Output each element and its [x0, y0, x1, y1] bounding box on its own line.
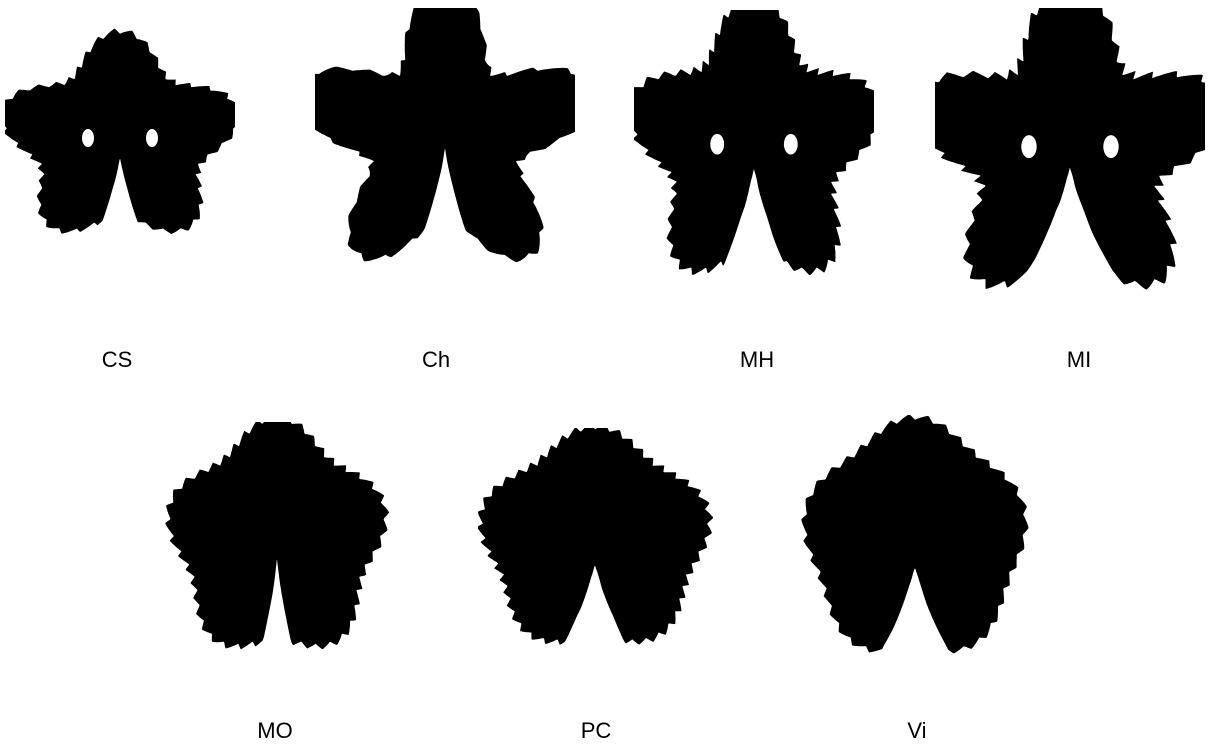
leaf-sinus-gap — [1103, 135, 1119, 159]
leaf-pc — [478, 428, 713, 663]
leaf-vi — [798, 415, 1033, 675]
leaf-outline — [165, 422, 389, 650]
leaf-sinus-gap — [1021, 135, 1037, 159]
leaf-outline — [478, 428, 713, 645]
leaf-vi-label: Vi — [907, 718, 927, 743]
leaf-mo — [165, 422, 390, 667]
leaf-outline — [315, 8, 575, 263]
leaf-mo-label: MO — [257, 718, 293, 743]
leaf-cs-label: CS — [101, 347, 133, 372]
leaf-mh-silhouette — [634, 10, 874, 276]
leaf-ch-label: Ch — [421, 347, 451, 372]
leaf-sinus-gap — [82, 129, 94, 147]
leaf-cs — [5, 28, 235, 258]
leaf-pc-label: PC — [580, 718, 612, 743]
leaf-mo-silhouette — [165, 422, 389, 650]
leaf-cs-silhouette — [5, 28, 235, 234]
leaf-sinus-gap — [783, 133, 798, 155]
leaf-outline — [634, 10, 874, 276]
leaf-mi — [935, 8, 1205, 298]
leaf-mi-silhouette — [935, 8, 1205, 290]
leaf-outline — [5, 28, 235, 234]
leaf-pc-silhouette — [478, 428, 713, 645]
leaf-mi-label: MI — [1066, 347, 1092, 372]
leaf-ch-silhouette — [315, 8, 575, 263]
leaf-sinus-gap — [146, 129, 158, 147]
leaf-outline — [935, 8, 1205, 290]
leaf-ch — [315, 8, 575, 268]
leaf-sinus-gap — [710, 133, 725, 155]
leaf-mh — [634, 10, 874, 290]
leaf-outline — [801, 415, 1029, 654]
leaf-vi-silhouette — [801, 415, 1029, 654]
leaf-mh-label: MH — [739, 347, 775, 372]
